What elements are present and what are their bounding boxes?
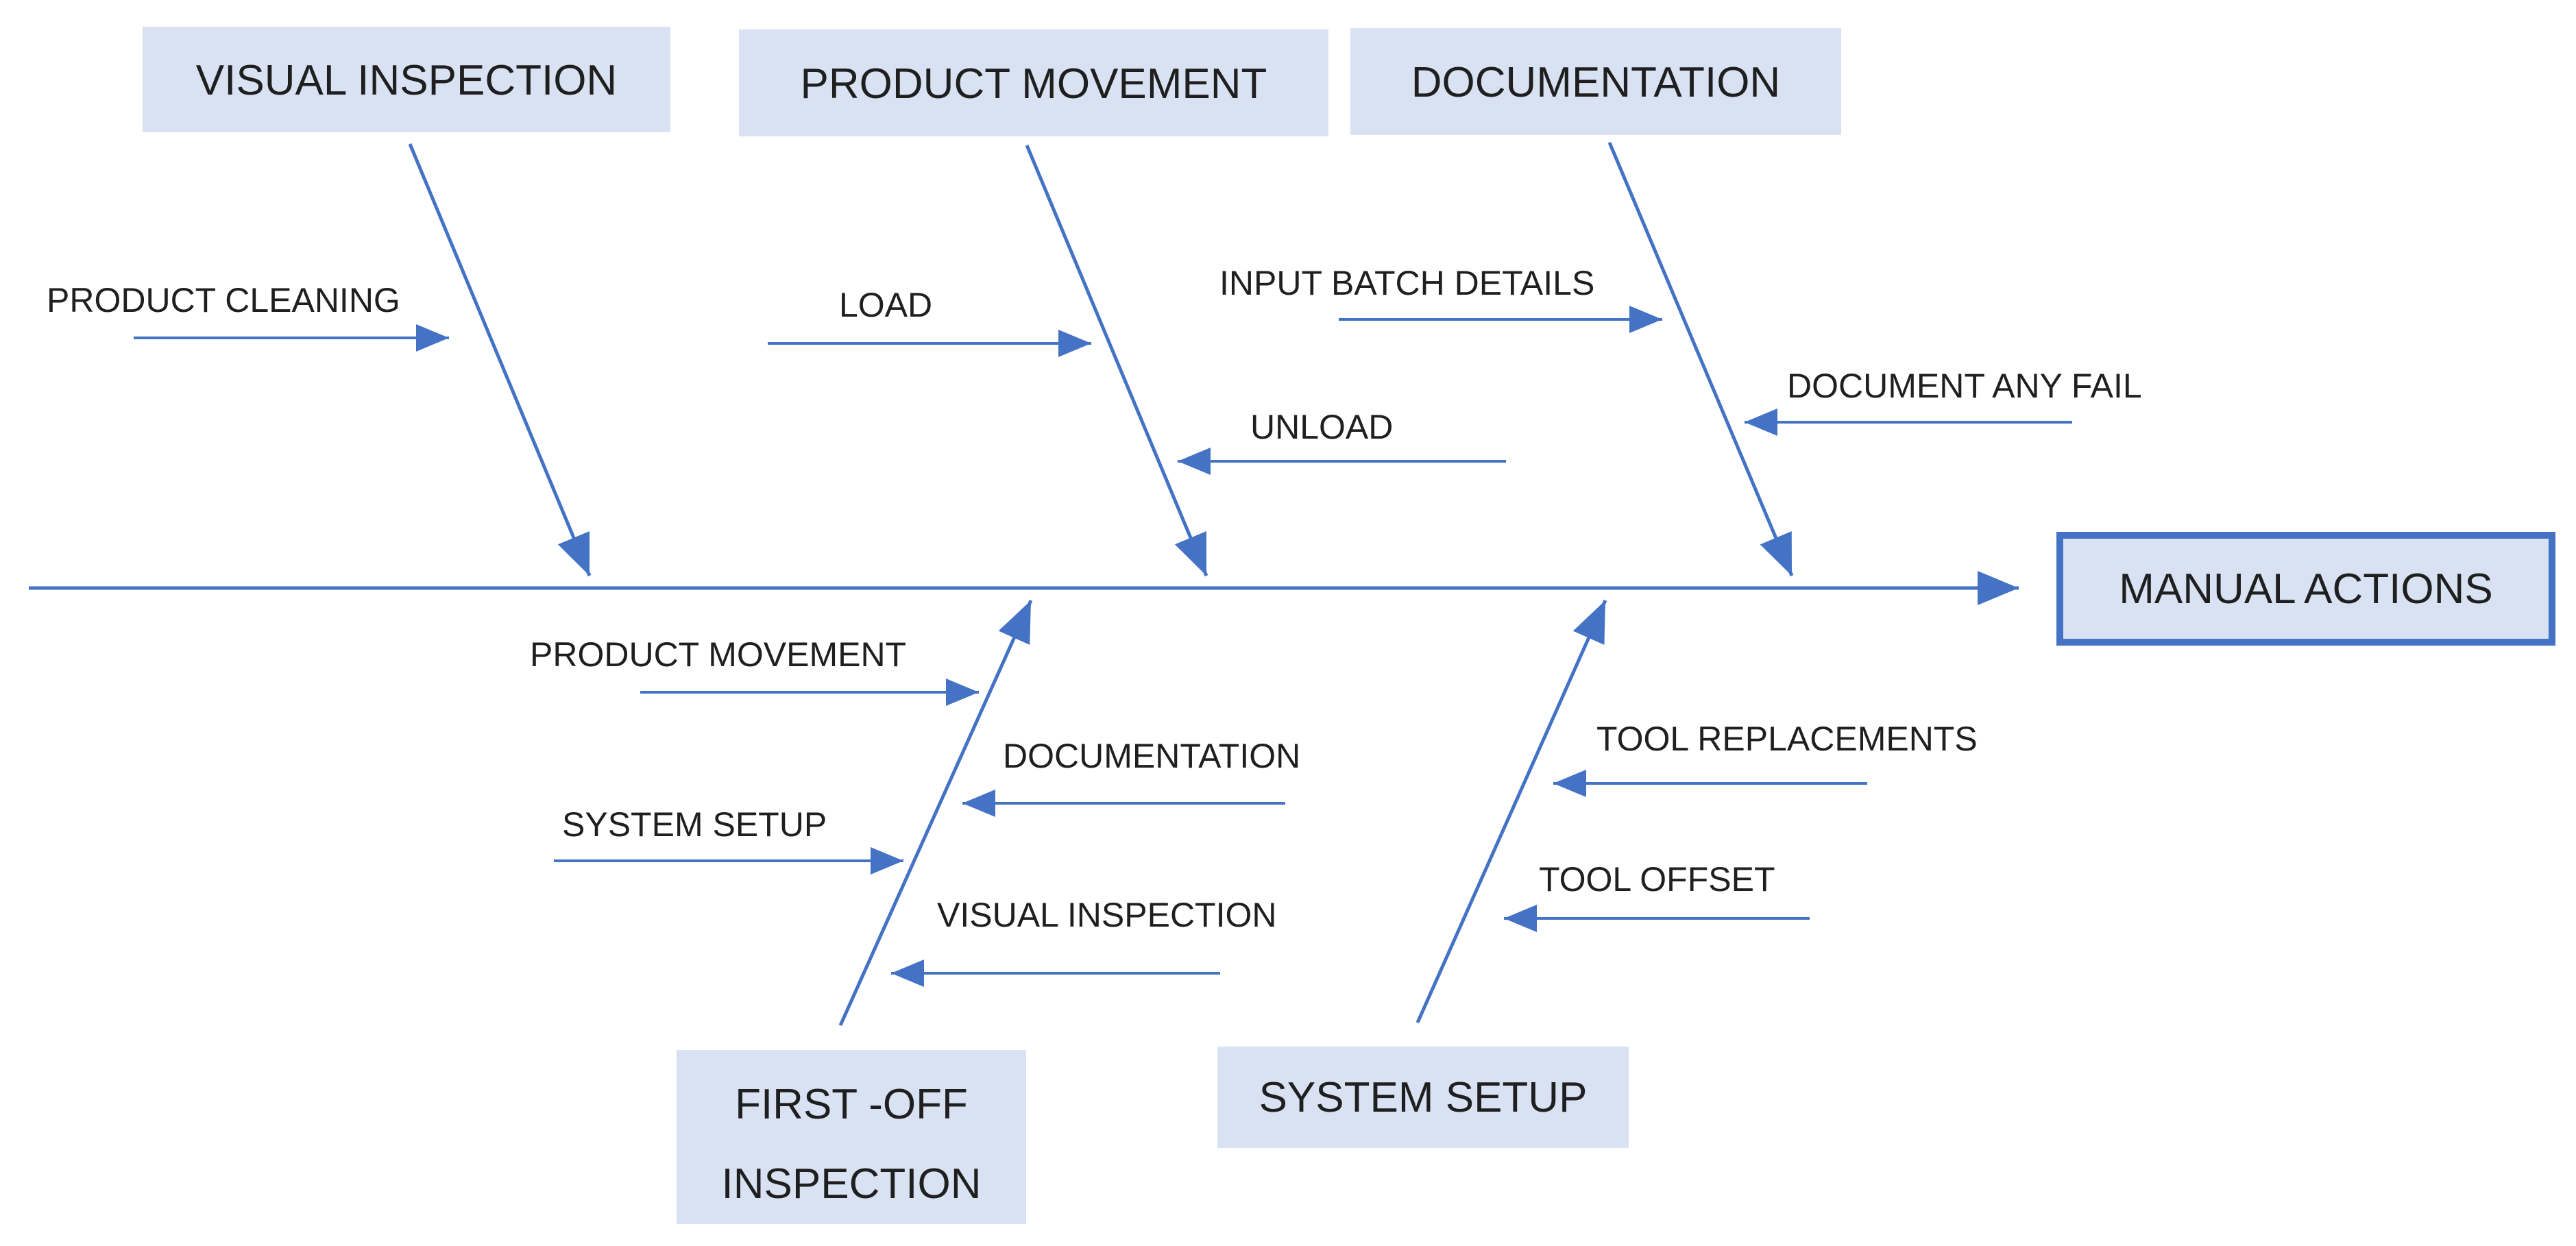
cause-label-input-batch-details: INPUT BATCH DETAILS — [1219, 264, 1594, 302]
cause-label-unload: UNLOAD — [1250, 408, 1393, 446]
category-label-documentation: DOCUMENTATION — [1411, 59, 1780, 106]
cause-label-tool-offset: TOOL OFFSET — [1539, 860, 1775, 899]
cause-label-product-movement-bottom: PRODUCT MOVEMENT — [530, 635, 906, 674]
cause-label-document-any-fail: DOCUMENT ANY FAIL — [1787, 367, 2142, 405]
category-box-visual-inspection — [143, 27, 670, 132]
category-label-product-movement: PRODUCT MOVEMENT — [801, 60, 1267, 108]
branch-first-off-inspection — [838, 599, 1033, 1027]
cause-label-product-cleaning: PRODUCT CLEANING — [47, 281, 400, 319]
category-box-documentation — [1350, 28, 1841, 135]
branch-system-setup — [1415, 599, 1607, 1024]
category-label-first-off-line1: FIRST -OFF — [735, 1081, 968, 1128]
cause-label-documentation-bottom: DOCUMENTATION — [1003, 737, 1300, 775]
category-box-system-setup — [1217, 1047, 1629, 1148]
cause-label-load: LOAD — [839, 286, 932, 324]
cause-label-visual-inspection-bottom: VISUAL INSPECTION — [937, 896, 1276, 934]
branch-product-movement — [1025, 145, 1208, 576]
category-box-product-movement — [739, 29, 1328, 136]
effect-box — [2056, 532, 2555, 646]
category-box-first-off-inspection — [677, 1050, 1026, 1224]
cause-label-system-setup-bottom: SYSTEM SETUP — [562, 805, 827, 844]
effect-label: MANUAL ACTIONS — [2119, 565, 2492, 613]
cause-label-tool-replacements: TOOL REPLACEMENTS — [1596, 720, 1978, 758]
category-label-system-setup: SYSTEM SETUP — [1259, 1074, 1588, 1121]
branch-documentation — [1607, 142, 1794, 576]
branch-visual-inspection — [408, 143, 592, 576]
category-label-first-off-line2: INSPECTION — [722, 1160, 982, 1208]
category-label-visual-inspection: VISUAL INSPECTION — [196, 57, 617, 104]
